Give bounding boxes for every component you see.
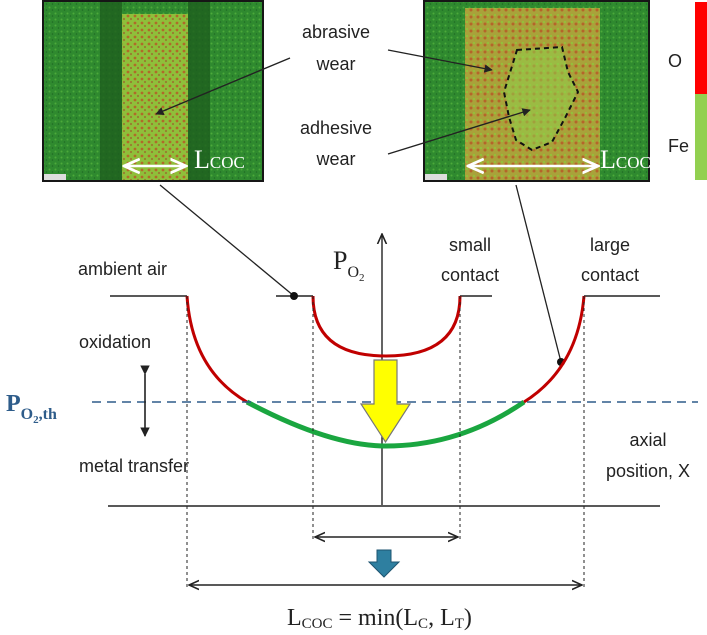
lcoc-label-large: LCOC [600, 145, 651, 174]
yellow-shift-arrow [359, 359, 412, 444]
axial-label-1: axial [629, 430, 666, 450]
large-contact-label-2: contact [581, 265, 639, 285]
legend-fe-label: Fe [668, 136, 689, 156]
small-contact-label-1: small [449, 235, 491, 255]
ambient-air-label: ambient air [78, 259, 167, 279]
p-axis-label: PO2 [333, 246, 365, 284]
large-contact-metal-zone [245, 399, 526, 449]
abrasive-pointer-left [155, 57, 291, 115]
adhesive-pointer [387, 108, 531, 155]
abrasive-pointer-right [387, 49, 493, 73]
leader-large [515, 184, 562, 363]
blue-down-arrow [367, 549, 401, 578]
abrasive-wear-label-2: wear [315, 54, 355, 74]
micrograph-large-contact [423, 0, 650, 182]
adhesive-wear-label-1: adhesive [300, 118, 372, 138]
large-contact-label-1: large [590, 235, 630, 255]
threshold-label: PO2,th [6, 391, 57, 426]
legend-o-label: O [668, 51, 682, 71]
element-color-legend: O Fe [668, 2, 707, 180]
small-contact-label-2: contact [441, 265, 499, 285]
abrasive-wear-label-1: abrasive [302, 22, 370, 42]
large-contact-oxide-right [523, 295, 586, 404]
adhesive-wear-label-2: wear [315, 149, 355, 169]
oxidation-label: oxidation [79, 332, 151, 352]
leader-small [159, 184, 295, 297]
lcoc-label-small: LCOC [194, 145, 245, 174]
large-contact-oxide-left [185, 295, 248, 404]
metal-transfer-label: metal transfer [79, 456, 189, 476]
micrograph-small-contact [42, 0, 264, 182]
contact-point-small [290, 292, 298, 300]
small-contact-profile [311, 295, 462, 358]
lcoc-formula: LCOC = min(LC, LT) [287, 605, 472, 632]
axial-label-2: position, X [606, 461, 690, 481]
